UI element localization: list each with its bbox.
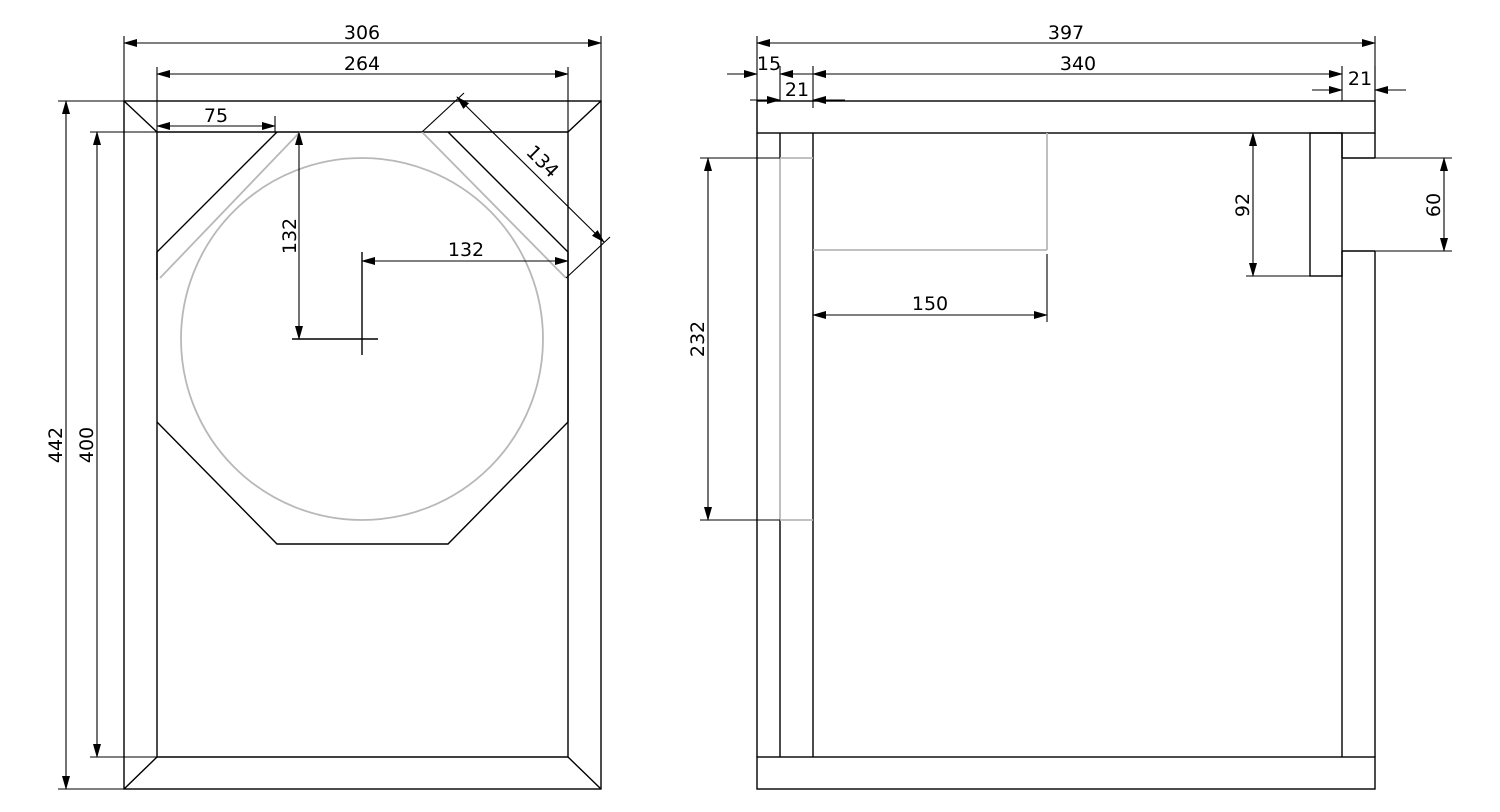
baffle-chamfer-top-left xyxy=(156,131,278,280)
vent-duct xyxy=(1309,132,1343,277)
dim-chamfer-offset: 75 xyxy=(204,105,228,127)
dim-depth-outer: 397 xyxy=(1048,22,1084,44)
miter-top-right xyxy=(567,100,602,133)
dim-chamfer-length: 134 xyxy=(522,141,563,182)
side-view: 397 340 15 21 21 232 150 92 xyxy=(687,22,1452,790)
side-top-panel xyxy=(756,100,1376,134)
ext-line xyxy=(565,236,611,279)
ext-line xyxy=(421,92,465,133)
baffle-octagon-bottom xyxy=(156,421,569,545)
dim-front-panel: 15 xyxy=(757,53,781,75)
driver-cutout-circle xyxy=(180,157,544,521)
dim-depth-inner: 340 xyxy=(1060,53,1096,75)
dim-back-panel: 21 xyxy=(1348,68,1372,90)
front-outer-outline xyxy=(123,100,602,790)
side-bottom-panel xyxy=(756,756,1376,790)
chamfer-block-left xyxy=(159,131,301,279)
miter-bottom-right xyxy=(567,756,602,790)
dim-port-height: 232 xyxy=(687,321,709,357)
dim-rail-thickness: 21 xyxy=(785,79,809,101)
dim-vent-height: 92 xyxy=(1232,193,1254,217)
dim-center-vertical: 132 xyxy=(279,218,301,254)
dim-width-inner: 264 xyxy=(344,53,380,75)
dim-port-length: 150 xyxy=(912,293,948,315)
dim-center-horizontal: 132 xyxy=(448,239,484,261)
dim-line-chamfer-length xyxy=(456,96,605,243)
dim-height-outer: 442 xyxy=(45,427,67,463)
miter-top-left xyxy=(123,100,158,133)
dim-vent-opening: 60 xyxy=(1423,193,1445,217)
dim-width-outer: 306 xyxy=(344,22,380,44)
dim-height-inner: 400 xyxy=(76,427,98,463)
miter-bottom-left xyxy=(123,756,158,790)
front-view: 306 264 75 134 132 132 442 400 xyxy=(45,22,611,790)
